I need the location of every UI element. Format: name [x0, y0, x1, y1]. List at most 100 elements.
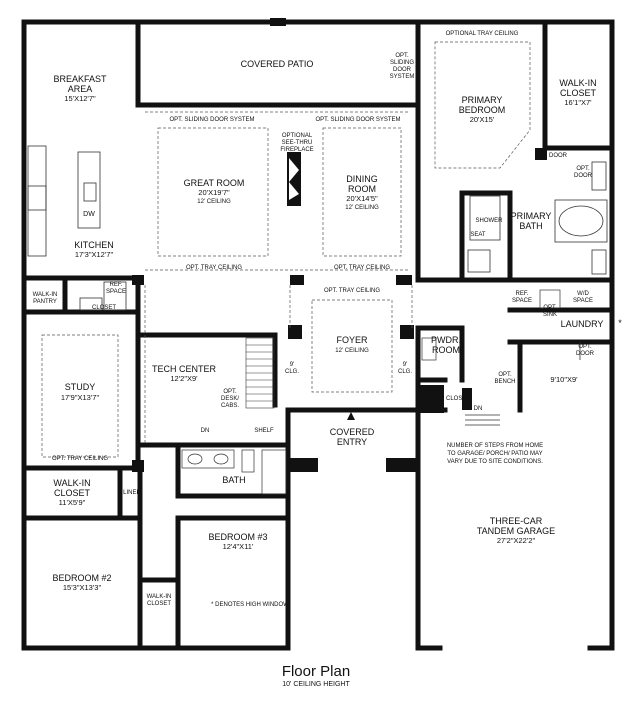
label-laundry: LAUNDRY — [561, 319, 604, 329]
label-opt-tray-dining: OPT. TRAY CEILING — [334, 265, 390, 271]
label-opt-door-lr-2: DOOR — [576, 351, 595, 357]
label-dining-ceiling: 12' CEILING — [345, 205, 379, 211]
label-shelf: SHELF — [254, 428, 274, 434]
fireplace-opening — [289, 158, 299, 200]
label-pw-closet: CLOSET — [446, 396, 470, 402]
label-opt-sliding-right: OPT. SLIDING DOOR SYSTEM — [315, 117, 400, 123]
walls — [21, 19, 615, 651]
label-bedroom3-dim: 12'4"X11' — [223, 542, 254, 551]
label-opt-door-b-1: OPT. — [576, 166, 590, 172]
label-seat: SEAT — [470, 232, 486, 238]
label-opt-desk-1: OPT. — [223, 389, 237, 395]
label-primary-bedroom-2: BEDROOM — [459, 105, 506, 115]
label-primary-bedroom-1: PRIMARY — [462, 95, 503, 105]
label-ref2-2: SPACE — [512, 298, 532, 304]
label-opt-door-a-2: DOOR — [549, 153, 568, 159]
label-high-window-note: * DENOTES HIGH WINDOW — [211, 602, 289, 608]
label-fireplace-1: OPTIONAL — [282, 133, 313, 139]
label-steps-note-2: TO GARAGE/ PORCH/ PATIO MAY — [447, 451, 542, 457]
label-dining-room: ROOM — [348, 184, 376, 194]
label-opt-bench-2: BENCH — [494, 379, 515, 385]
label-opt-tray-study: OPT. TRAY CEILING — [52, 456, 108, 462]
label-dn: DN — [201, 428, 210, 434]
label-opt-tray-great: OPT. TRAY CEILING — [186, 265, 242, 271]
label-fireplace-2: SEE-THRU — [282, 140, 313, 146]
label-pantry-1: WALK-IN — [33, 292, 58, 298]
label-kitchen-dim: 17'3"X12'7" — [75, 250, 114, 259]
label-garage-room-dim: 9'10"X9' — [550, 375, 578, 384]
label-study-dim: 17'9"X13'7" — [61, 393, 100, 402]
stairs — [245, 337, 275, 409]
label-primary-closet-1: WALK-IN — [559, 78, 596, 88]
label-opt-sliding-left: OPT. SLIDING DOOR SYSTEM — [169, 117, 254, 123]
label-opt-sliding-3: DOOR — [393, 67, 412, 73]
label-ref-space-1: REF. — [109, 282, 122, 288]
label-foyer-ceiling: 12' CEILING — [335, 348, 369, 354]
label-covered-patio: COVERED PATIO — [241, 59, 314, 69]
label-bedroom2-dim: 15'3"X13'3" — [63, 583, 102, 592]
label-walkin-closet2-dim: 11'X5'9" — [59, 498, 86, 507]
label-clg-left-2: CLG. — [285, 369, 299, 375]
label-opt-door-a-1: OPT. — [551, 146, 565, 152]
label-ref2-1: REF. — [515, 291, 528, 297]
label-opt-sink-2: SINK — [543, 312, 557, 318]
label-dining: DINING — [346, 174, 378, 184]
label-garage-dim: 27'2"X22'2" — [497, 536, 536, 545]
label-breakfast: BREAKFAST — [53, 74, 107, 84]
label-breakfast-area: AREA — [68, 84, 93, 94]
label-bedroom2: BEDROOM #2 — [52, 573, 111, 583]
label-steps-note-1: NUMBER OF STEPS FROM HOME — [447, 443, 543, 449]
bath-fixtures — [181, 289, 561, 495]
label-garage-2: TANDEM GARAGE — [477, 526, 555, 536]
footer-subtitle: 10' CEILING HEIGHT — [282, 681, 350, 688]
label-clg-right-2: CLG. — [398, 369, 412, 375]
label-opt-desk-2: DESK/ — [221, 396, 239, 402]
room-labels: COVERED PATIO OPTIONAL TRAY CEILING OPT.… — [33, 31, 623, 608]
label-optional-tray: OPTIONAL TRAY CEILING — [446, 31, 519, 37]
entry-arrow — [347, 412, 355, 420]
label-opt-sliding-2: SLIDING — [390, 60, 414, 66]
label-wd-1: W/D — [577, 291, 589, 297]
label-great-room: GREAT ROOM — [184, 178, 245, 188]
label-primary-closet-dim: 16'1"X7' — [564, 98, 592, 107]
label-linen: LINEN — [123, 490, 141, 496]
label-primary-closet-2: CLOSET — [560, 88, 597, 98]
label-bedroom3: BEDROOM #3 — [208, 532, 267, 542]
label-pwdr-1: PWDR. — [431, 335, 461, 345]
label-opt-tray-foyer: OPT. TRAY CEILING — [324, 288, 380, 294]
columns — [132, 18, 547, 472]
label-study: STUDY — [65, 382, 96, 392]
label-clg-right-1: 9' — [403, 362, 407, 368]
label-fireplace-3: FIREPLACE — [280, 147, 313, 153]
label-laundry-star: * — [618, 318, 622, 328]
label-walkin-closet2-1: WALK-IN — [53, 478, 90, 488]
label-shower: SHOWER — [476, 218, 504, 224]
label-tech-dim: 12'2"X9' — [170, 374, 198, 383]
label-opt-bench-1: OPT. — [498, 372, 512, 378]
label-primary-bedroom-dim: 20'X15' — [470, 115, 495, 124]
ceiling-outlines — [41, 41, 531, 458]
label-opt-desk-3: CABS. — [221, 403, 239, 409]
label-clg-left-1: 9' — [290, 362, 294, 368]
footer-title: Floor Plan — [282, 663, 350, 680]
label-foyer: FOYER — [336, 335, 368, 345]
label-primary-bath-2: BATH — [519, 221, 542, 231]
label-opt-sliding-4: SYSTEM — [390, 74, 415, 80]
label-kitchen: KITCHEN — [74, 240, 114, 250]
label-covered-entry-1: COVERED — [330, 427, 375, 437]
kitchen-fixtures — [27, 145, 127, 311]
label-covered-entry-2: ENTRY — [337, 437, 367, 447]
label-primary-bath-1: PRIMARY — [511, 211, 552, 221]
label-great-room-dim: 20'X19'7" — [198, 188, 230, 197]
label-walkin-closet2-2: CLOSET — [54, 488, 91, 498]
label-pantry-2: PANTRY — [33, 299, 57, 305]
label-ref-space-2: SPACE — [106, 289, 126, 295]
label-dw: DW — [83, 211, 95, 218]
primary-bath-fixtures — [467, 161, 608, 275]
label-opt-door-lr-1: OPT. — [578, 344, 592, 350]
label-dn2: DN — [474, 406, 483, 412]
label-walkin-closet3-2: CLOSET — [147, 601, 171, 607]
garage-lines — [465, 342, 581, 426]
label-garage-1: THREE-CAR — [490, 516, 543, 526]
